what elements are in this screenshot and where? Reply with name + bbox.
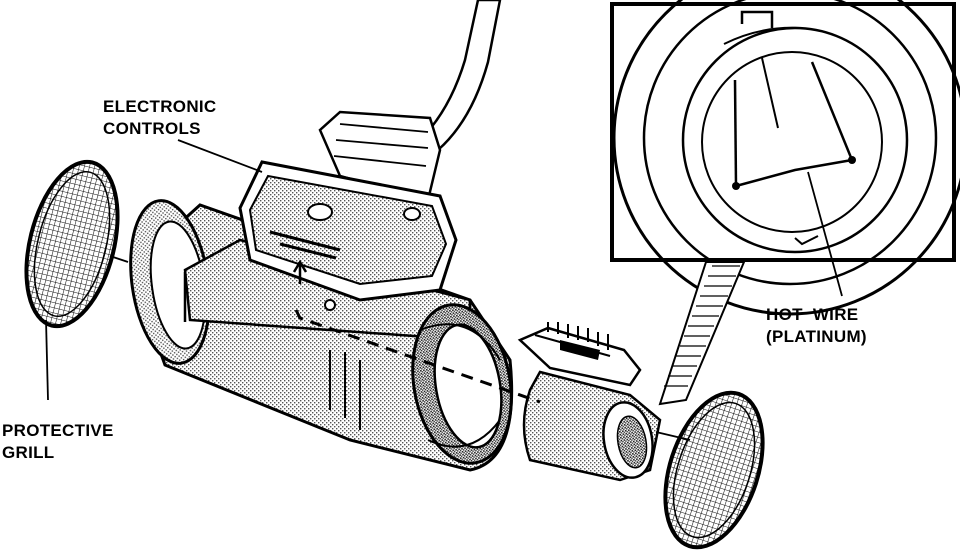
platinum-wire xyxy=(735,158,853,188)
label-hot-wire: HOT WIRE (PLATINUM) xyxy=(766,304,867,348)
sensor-housing xyxy=(129,199,514,472)
label-protective-grill: PROTECTIVE GRILL xyxy=(2,420,114,464)
wiring-harness xyxy=(318,0,502,202)
label-protective-grill-line1: PROTECTIVE xyxy=(2,421,114,440)
hot-wire-sensor-element xyxy=(517,322,662,482)
label-electronic-controls: ELECTRONIC CONTROLS xyxy=(103,96,217,140)
electronic-controls-module xyxy=(238,160,458,302)
label-electronic-controls-line1: ELECTRONIC xyxy=(103,97,217,116)
leader-lines xyxy=(45,139,843,441)
left-protective-grill xyxy=(24,159,120,329)
assembly-axis-line xyxy=(294,309,541,404)
right-protective-grill xyxy=(663,390,765,550)
label-electronic-controls-line2: CONTROLS xyxy=(103,119,201,138)
label-hot-wire-line2: (PLATINUM) xyxy=(766,327,867,346)
label-hot-wire-line1: HOT WIRE xyxy=(766,305,859,324)
label-protective-grill-line2: GRILL xyxy=(2,443,55,462)
hot-wire-inset xyxy=(610,0,960,316)
magnifier-funnel xyxy=(658,261,746,406)
